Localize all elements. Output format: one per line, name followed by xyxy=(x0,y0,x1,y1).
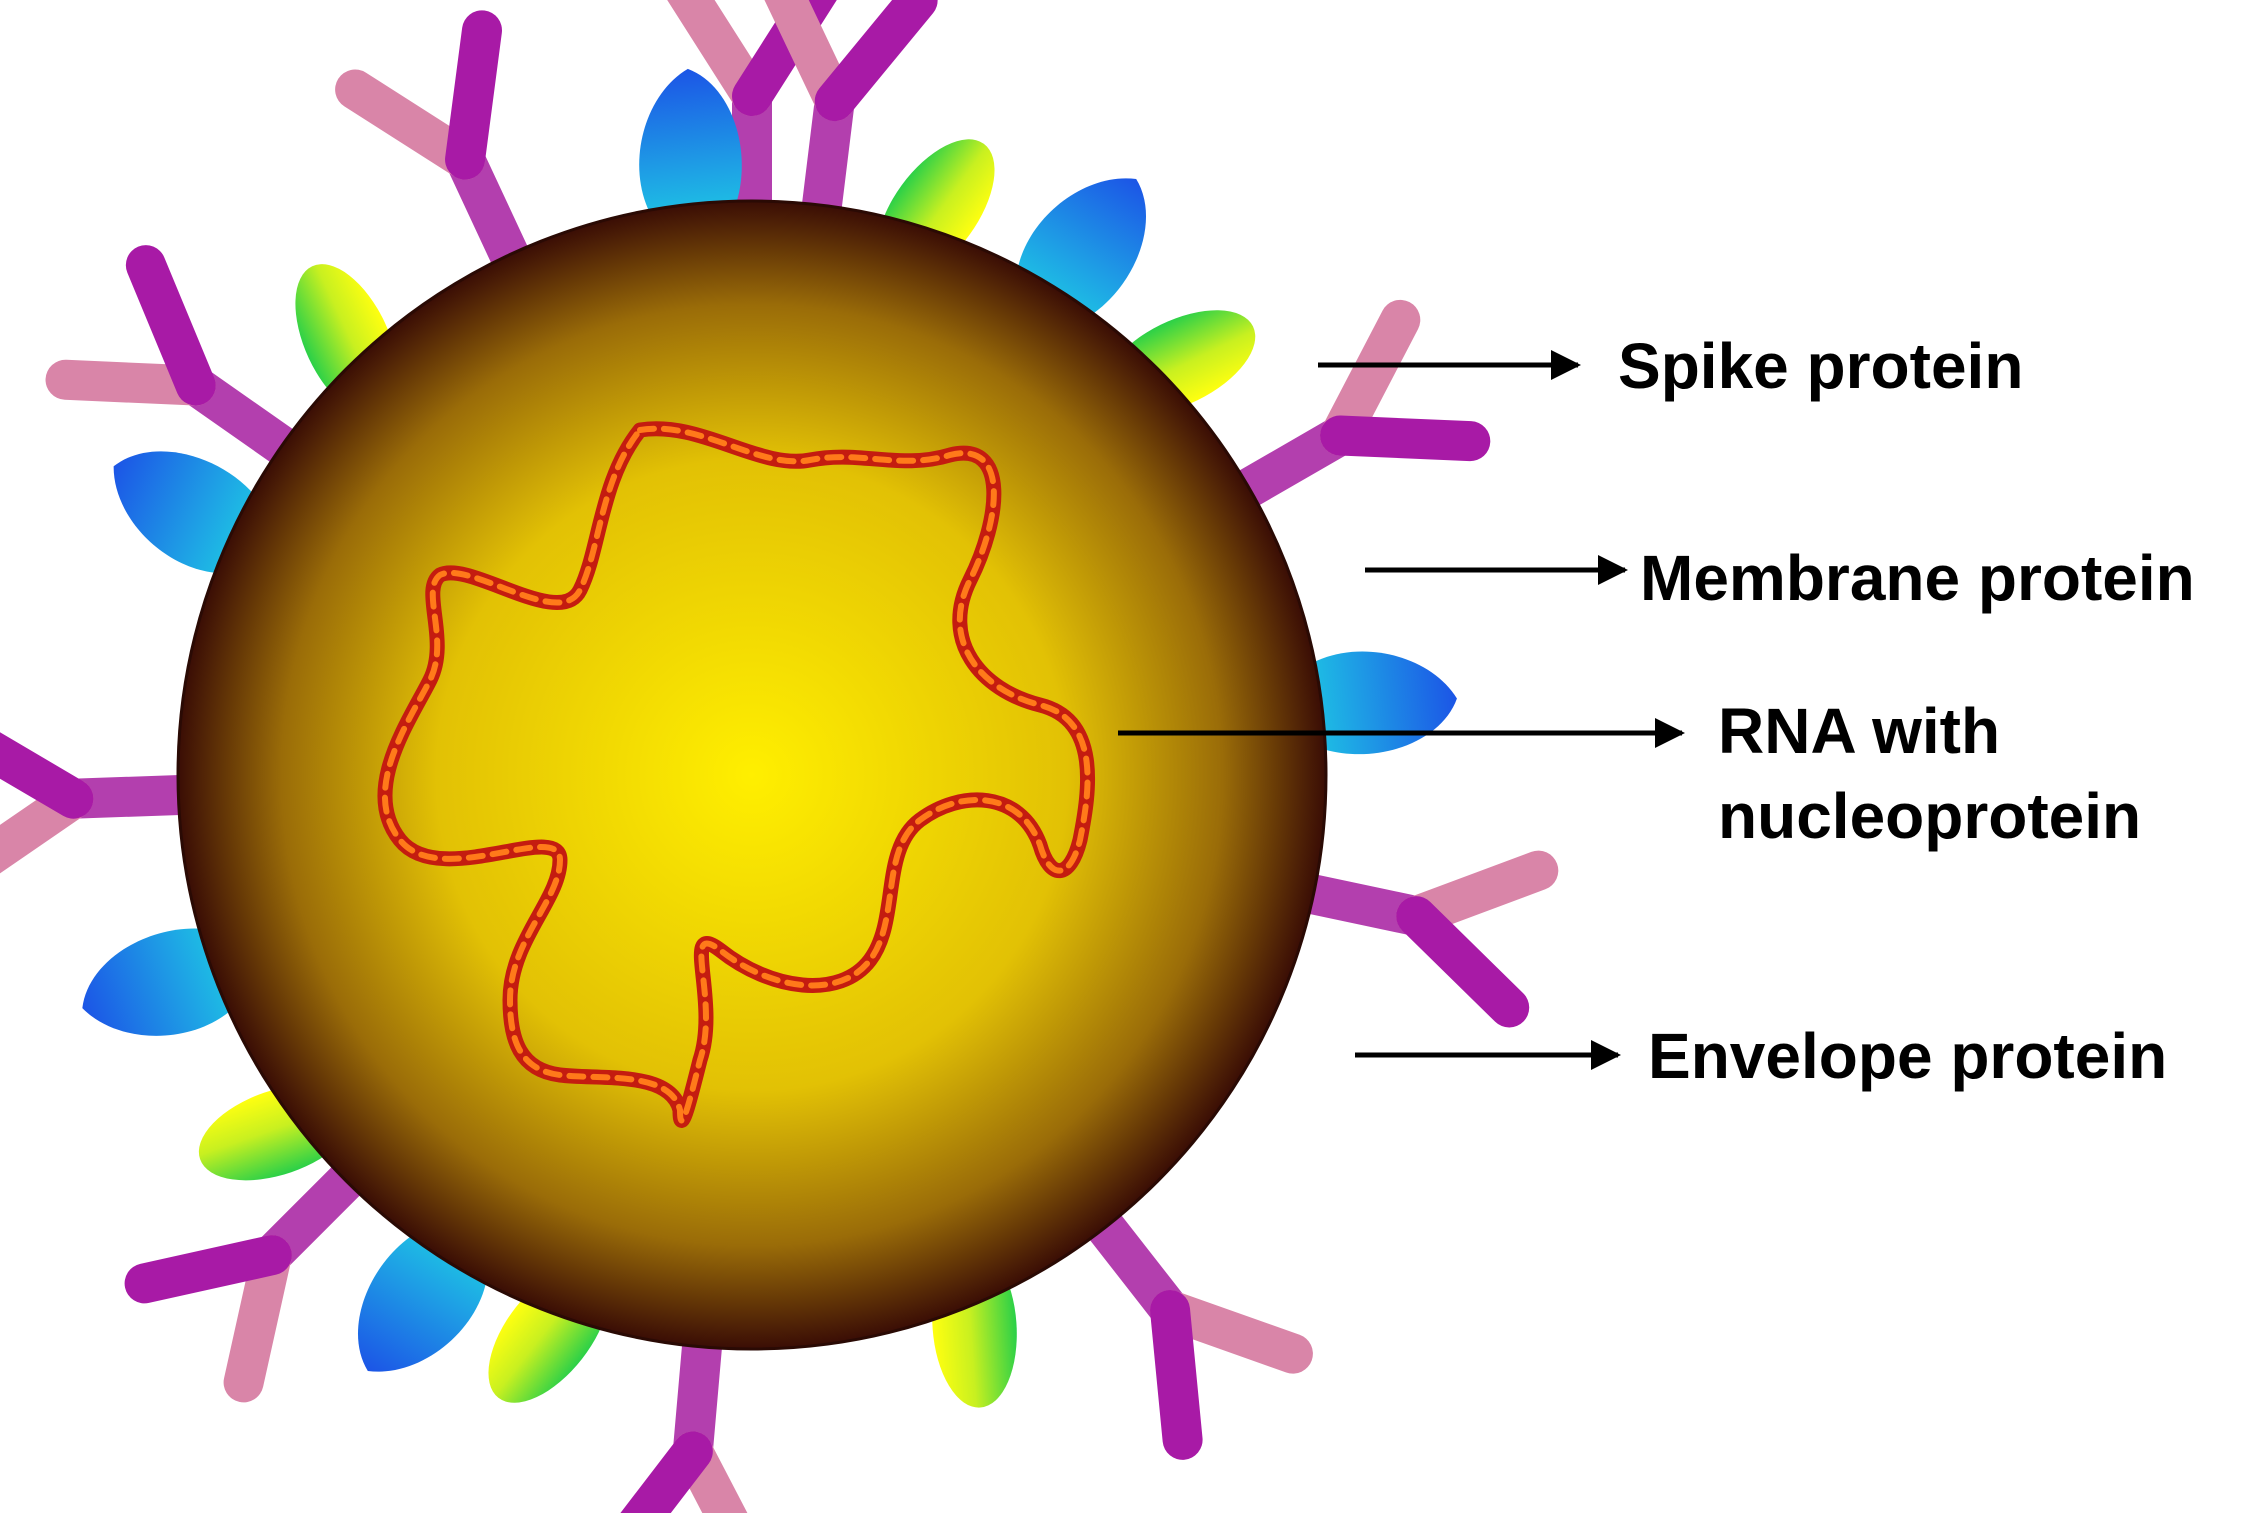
rna-label-line2: nucleoprotein xyxy=(1718,780,2141,852)
leader-lines xyxy=(1118,350,1685,1070)
membrane-protein-icon xyxy=(639,68,742,244)
spike-protein-label: Spike protein xyxy=(1618,330,2023,402)
rna-strand xyxy=(377,421,1096,1128)
virus-core xyxy=(176,199,1328,1351)
membrane-protein-label: Membrane protein xyxy=(1640,542,2195,614)
rna-label-line1: RNA with xyxy=(1718,695,2000,767)
membrane-protein-icon xyxy=(1282,651,1457,755)
envelope-protein-label: Envelope protein xyxy=(1648,1020,2167,1092)
